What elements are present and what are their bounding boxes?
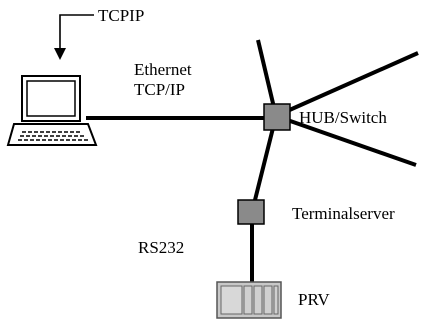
tcpip-label: TCPIP <box>98 6 145 25</box>
rs232-label: RS232 <box>138 238 185 257</box>
hub-spokes <box>256 39 419 167</box>
ethernet-label: Ethernet <box>134 60 192 79</box>
hub-switch-label: HUB/Switch <box>299 108 387 127</box>
laptop-computer-icon <box>6 75 98 146</box>
terminalserver-label: Terminalserver <box>292 204 395 223</box>
tcp-ip-label: TCP/IP <box>134 80 186 99</box>
prv-rack-icon <box>216 281 282 319</box>
hub-terminalserver-link <box>250 115 278 213</box>
prv-label: PRV <box>298 290 330 309</box>
tcpip-arrow <box>54 14 94 60</box>
terminalserver-node-icon <box>237 199 265 225</box>
hub-switch-node-icon <box>263 103 291 131</box>
